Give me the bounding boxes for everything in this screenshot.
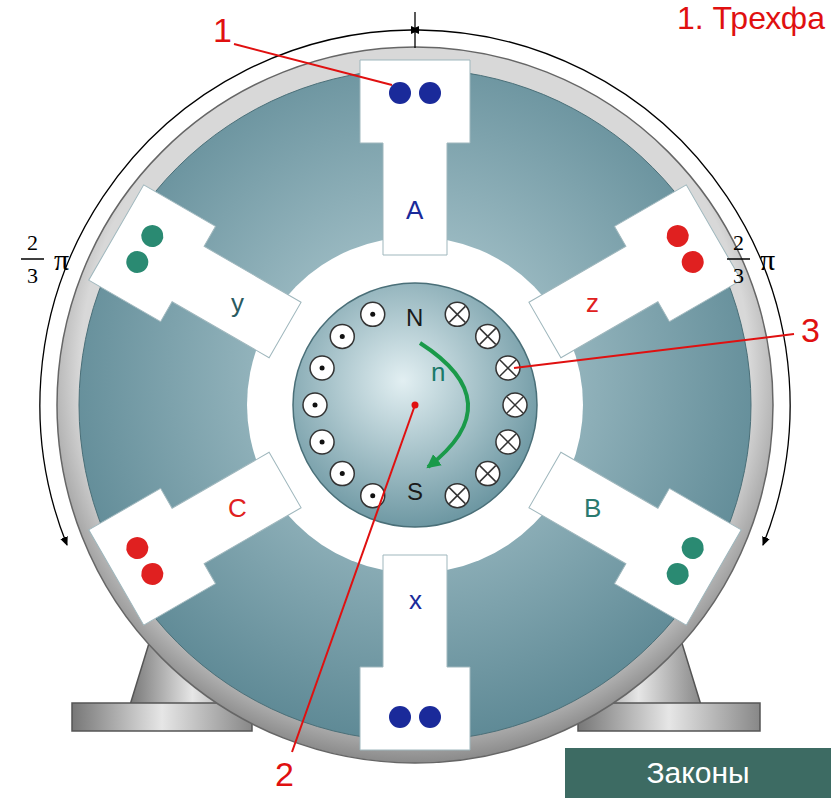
housing: [57, 47, 773, 763]
phase-label: x: [409, 587, 422, 613]
fraction-bar: [727, 258, 750, 260]
pi-symbol: π: [760, 245, 775, 275]
stator-slots: [89, 60, 742, 750]
callout-number: 1: [213, 13, 232, 47]
pole-label: S: [407, 480, 423, 504]
leader-dot: [412, 402, 419, 409]
phase-label: z: [586, 290, 599, 316]
rotor-winding: [303, 302, 527, 507]
angle-arc: [419, 30, 790, 545]
rotor: [293, 283, 537, 527]
leader-line: [292, 405, 415, 752]
leader-line: [234, 44, 392, 85]
rotation-arrow: [420, 343, 468, 467]
phase-label: C: [228, 495, 247, 521]
phase-label: B: [584, 495, 601, 521]
fraction-bar: [21, 258, 44, 260]
footer-band: Законы: [565, 748, 831, 798]
angle-tick: [414, 12, 415, 48]
fraction-number: 2: [27, 232, 38, 254]
pole-label: N: [406, 306, 423, 330]
title: 1. Трехфа: [677, 2, 825, 34]
angle-arc: [40, 30, 411, 545]
band-text: Законы: [646, 756, 749, 790]
phase-label: A: [406, 197, 423, 223]
stator-winding: [122, 82, 707, 728]
speed-label: n: [431, 359, 445, 385]
fraction-number: 3: [733, 265, 744, 287]
fraction-number: 3: [27, 265, 38, 287]
callout-number: 2: [275, 757, 294, 791]
fraction-number: 2: [733, 232, 744, 254]
leader-line: [514, 334, 794, 368]
callout-number: 3: [801, 313, 820, 347]
phase-label: y: [231, 290, 244, 316]
pi-symbol: π: [54, 245, 69, 275]
